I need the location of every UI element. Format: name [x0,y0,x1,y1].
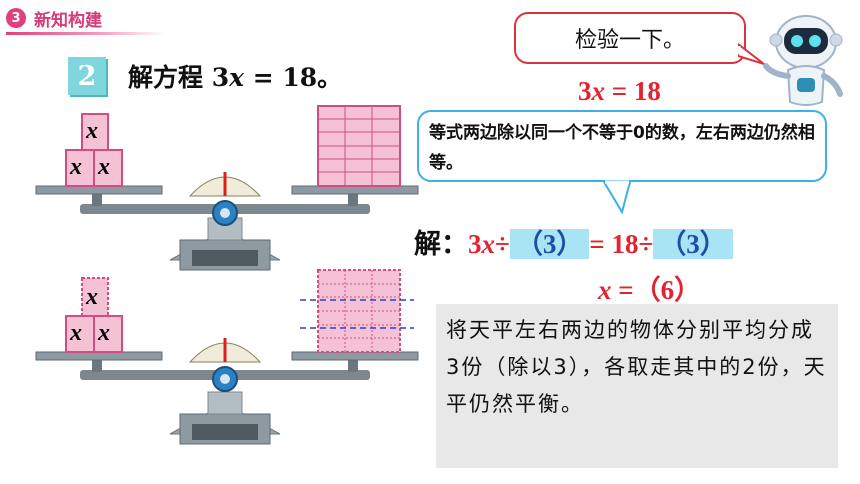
divisor-blank-right: （3） [653,229,733,259]
result-eq: =（ [611,275,661,305]
check-speech-bubble: 检验一下。 [514,12,746,64]
cube-label-left-2: x [70,320,82,346]
paren-open-right: （ [659,229,687,259]
cube-label-top: x [86,118,98,144]
divisor-blank-left: （3） [509,229,590,259]
result-var: x [598,275,612,305]
divisor-left: 3 [542,229,557,259]
balance-scale-bottom [35,269,419,445]
solution-coef: 3 [468,229,482,259]
cube-label-right-2: x [98,320,110,346]
result-line: x =（6） [598,268,701,307]
solution-div: ÷ [495,229,510,259]
balance-scale-top [35,105,419,271]
rule-callout: 等式两边除以同一个不等于0的数，左右两边仍然相等。 [417,110,827,182]
weight-grid-top [317,105,401,187]
verify-rest: = 18 [605,76,661,106]
paren-open-left: （ [515,229,543,259]
result-value: 6 [660,275,675,305]
cube-label-right: x [98,154,110,180]
section-title: 新知构建 [34,10,102,31]
section-underline [6,32,166,35]
cube-label-top-2: x [86,284,98,310]
section-tag: 3 新知构建 [6,6,102,31]
problem-prefix: 解方程 3 [128,63,230,92]
rule-callout-tail [602,180,632,214]
paren-close-right: ） [699,229,727,259]
solution-rhs: = 18÷ [589,229,654,259]
weight-grid-bottom [317,269,401,353]
problem-statement: 解方程 3x = 18。 [128,58,342,94]
solution-label: 解： [414,229,468,259]
explanation-box: 将天平左右两边的物体分别平均分成3份（除以3），各取走其中的2份，天平仍然平衡。 [436,304,838,468]
problem-number-badge: 2 [68,57,106,95]
cube-label-left: x [70,154,82,180]
bubble-tail [738,42,765,65]
robot-icon [763,15,843,106]
solution-equation: 解：3x÷（3）= 18÷（3） [414,222,733,261]
section-number: 3 [6,8,26,28]
solution-var: x [481,229,496,259]
verify-equation: 3x = 18 [578,76,661,107]
problem-variable: x [229,63,245,92]
divisor-right: 3 [686,229,700,259]
verify-coef: 3 [578,76,592,106]
verify-var: x [591,76,606,106]
result-close: ） [674,275,702,305]
problem-suffix: = 18。 [244,63,343,92]
paren-close-left: ） [556,229,584,259]
